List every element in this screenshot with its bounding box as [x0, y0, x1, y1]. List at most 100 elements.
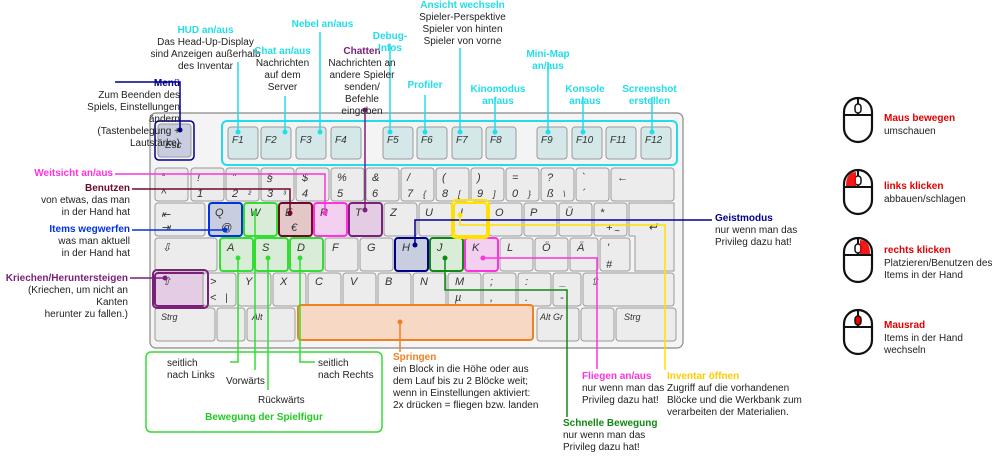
- key-ctrl-right-label: Strg: [624, 312, 641, 322]
- key-row2-8-top: I: [460, 207, 463, 219]
- view-line-1: Spieler-Perspektive: [419, 12, 506, 23]
- key-row2-5-top: T: [355, 207, 363, 219]
- key-row4-6-top: B: [385, 276, 392, 288]
- key-row1-13-top: ←: [617, 172, 628, 184]
- key-row3-9-top: L: [507, 242, 513, 254]
- key-row4-11-top: _: [559, 276, 566, 288]
- key-row1-2-top: ": [232, 172, 237, 184]
- key-row1-13: [610, 167, 675, 202]
- mouse-left-icon-left-btn: [846, 172, 856, 186]
- key-ctrl-left-label: Strg: [161, 312, 178, 322]
- jump-dot: [397, 319, 403, 325]
- key-f3: [295, 126, 327, 160]
- key-row1-5: [330, 167, 365, 202]
- mouse-move-line-1: umschauen: [884, 125, 936, 137]
- chat-line-1: Nachrichten an: [328, 58, 396, 69]
- key-row3-12: [599, 237, 631, 272]
- profiler-title: Profiler: [407, 80, 443, 91]
- key-f7: [451, 126, 483, 160]
- range-connector: [115, 173, 326, 213]
- chat-line-4: Befehle: [345, 94, 379, 105]
- drop-dot: [222, 227, 228, 233]
- chat-dot-top: [362, 107, 368, 113]
- inventory-connector: [459, 215, 666, 370]
- key-row4-1-bot: <: [210, 292, 217, 304]
- chat-line-2: andere Spieler: [329, 70, 395, 81]
- key-win-left: [216, 307, 246, 342]
- key-row1-10-top: =: [512, 172, 519, 184]
- use-dot: [287, 210, 293, 216]
- key-row1-2: [225, 167, 260, 202]
- key-row3-5: [359, 237, 394, 272]
- minimap-annotation: Mini-Map an/aus: [517, 37, 579, 85]
- view-dot: [457, 129, 463, 135]
- move-box: [145, 351, 383, 433]
- key-row2-12-top: *: [600, 207, 605, 219]
- key-row1-11: [540, 167, 575, 202]
- fog-title: Nebel an/aus: [291, 19, 354, 30]
- use-annotation: Benutzen von etwas, das man in der Hand …: [20, 183, 130, 219]
- key-row1-5-top: %: [337, 172, 347, 184]
- key-row1-9-top: ): [475, 172, 481, 184]
- key-f10-label: F10: [576, 135, 594, 146]
- key-f2-label: F2: [265, 135, 277, 146]
- key-row1-4-top: $: [301, 172, 309, 184]
- key-esc: [157, 123, 192, 158]
- jump-line-1: ein Block in die Höhe oder aus: [393, 364, 529, 375]
- chat-dot: [362, 207, 368, 213]
- range-dot: [322, 210, 328, 216]
- key-row4-2-top: Y: [245, 276, 253, 288]
- key-row2-2: [243, 202, 278, 237]
- key-row1-5-bot: 5: [337, 188, 344, 200]
- inventory-line-3: verarbeiten der Materialien.: [667, 407, 789, 418]
- console-dot: [580, 129, 586, 135]
- key-space: [297, 304, 534, 341]
- key-row2-9-top: O: [495, 207, 504, 219]
- key-row3-12-bot: #: [606, 259, 613, 271]
- key-row4-3: [272, 272, 307, 307]
- range-title: Weitsicht an/aus: [34, 168, 113, 179]
- key-row3-7-top: J: [436, 242, 443, 254]
- key-row1-8-top: (: [442, 172, 447, 184]
- move-back-label: Rückwärts: [258, 395, 318, 407]
- key-row3-4-top: F: [332, 242, 340, 254]
- key-row2-6-top: Z: [389, 207, 398, 219]
- fast-line-2: Privileg dazu hat!: [563, 442, 640, 453]
- debug-title: Debug- Infos: [372, 31, 408, 54]
- menu-dot: [177, 127, 183, 133]
- jump-title: Springen: [393, 352, 437, 363]
- key-row1-9-bot: 9: [477, 188, 483, 200]
- view-line-2: Spieler von hinten: [422, 24, 503, 35]
- key-row1-11-alt: \: [563, 189, 566, 199]
- screenshot-dot: [649, 129, 655, 135]
- key-f7-label: F7: [456, 135, 468, 146]
- menu-line-3: (Tastenbelegung + Lautstärke): [97, 126, 180, 149]
- view-annotation: Ansicht wechseln Spieler-Perspektive Spi…: [410, 0, 515, 48]
- screenshot-title: Screenshot erstellen: [622, 84, 677, 107]
- menu-connector: [115, 81, 181, 130]
- key-row4-12-top: ⇧: [590, 276, 599, 288]
- key-row1-3-top: §: [266, 172, 273, 184]
- use-line-1: von etwas, das man: [41, 195, 130, 206]
- key-row4-4: [307, 272, 342, 307]
- key-row1-11-top: ?: [547, 172, 554, 184]
- move-left-dot: [235, 255, 241, 261]
- range-annotation: Weitsicht an/aus: [20, 168, 113, 180]
- key-row3-6-top: H: [402, 242, 410, 254]
- key-tab-bot: ⇥: [161, 222, 172, 234]
- key-row1-2-alt: ²: [248, 189, 252, 199]
- move-left-line-1: seitlich: [167, 358, 198, 369]
- move-right-line-1: seitlich: [318, 358, 349, 369]
- move-right-connector: [299, 258, 315, 363]
- ghost-annotation: Geistmodus nur wenn man das Privileg daz…: [715, 213, 825, 249]
- key-row1-9-alt: ]: [492, 189, 496, 199]
- jump-line-3: wenn in Einstellungen aktiviert:: [393, 388, 531, 399]
- key-f1: [227, 126, 259, 160]
- key-row3-10-top: Ö: [542, 242, 551, 254]
- cinema-title: Kinomodus an/aus: [470, 84, 526, 107]
- use-connector: [132, 188, 291, 213]
- move-right-line-2: nach Rechts: [318, 370, 374, 381]
- mouse-wheel-line-1: Items in der Hand wechseln: [884, 332, 963, 357]
- jump-annotation: Springen ein Block in die Höhe oder aus …: [393, 352, 553, 412]
